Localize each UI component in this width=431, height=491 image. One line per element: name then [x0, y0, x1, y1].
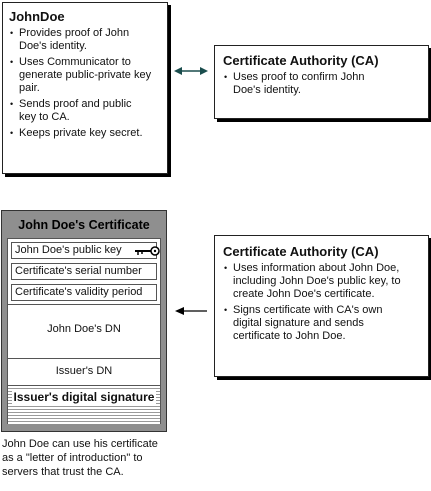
subject-dn-label: John Doe's DN [47, 323, 121, 335]
john-doe-box: JohnDoe Provides proof of John Doe's ide… [2, 2, 168, 174]
divider [8, 358, 160, 359]
certificate-title: John Doe's Certificate [18, 218, 150, 232]
list-item: Provides proof of John Doe's identity. [9, 27, 149, 53]
certificate-card: John Doe's Certificate John Doe's public… [1, 210, 167, 432]
caption: John Doe can use his certificate as a "l… [2, 438, 158, 478]
john-doe-title: JohnDoe [9, 9, 65, 24]
list-item: Sends proof and public key to CA. [9, 98, 139, 124]
double-arrow [174, 67, 208, 75]
ca-verify-steps: Uses proof to confirm John Doe's identit… [223, 71, 420, 97]
serial-number-field: Certificate's serial number [11, 263, 157, 280]
left-arrow [175, 307, 207, 315]
list-item: Signs certificate with CA's own digital … [223, 304, 408, 343]
public-key-label: John Doe's public key [15, 244, 122, 256]
public-key-field: John Doe's public key [11, 242, 160, 259]
signature-area: Issuer's digital signature [8, 385, 160, 424]
ca-box-verify: Certificate Authority (CA) Uses proof to… [214, 45, 429, 119]
signature-text: Issuer's digital signature [11, 390, 157, 404]
list-item: Uses Communicator to generate public-pri… [9, 56, 169, 95]
ca-box-issue: Certificate Authority (CA) Uses informat… [214, 235, 429, 377]
john-doe-steps: Provides proof of John Doe's identity. U… [9, 27, 161, 140]
list-item: Uses information about John Doe, includi… [223, 262, 423, 301]
certificate-fields: John Doe's public key Certificate's seri… [7, 238, 161, 424]
ca-issue-steps: Uses information about John Doe, includi… [223, 262, 420, 343]
key-icon [135, 246, 160, 256]
ca-verify-title: Certificate Authority (CA) [223, 53, 379, 68]
divider [8, 304, 160, 305]
list-item: Keeps private key secret. [9, 127, 174, 140]
issuer-dn-label: Issuer's DN [55, 365, 113, 377]
signature-label: Issuer's digital signature [8, 390, 160, 405]
ca-issue-title: Certificate Authority (CA) [223, 244, 379, 259]
list-item: Uses proof to confirm John Doe's identit… [223, 71, 383, 97]
validity-period-field: Certificate's validity period [11, 284, 157, 301]
